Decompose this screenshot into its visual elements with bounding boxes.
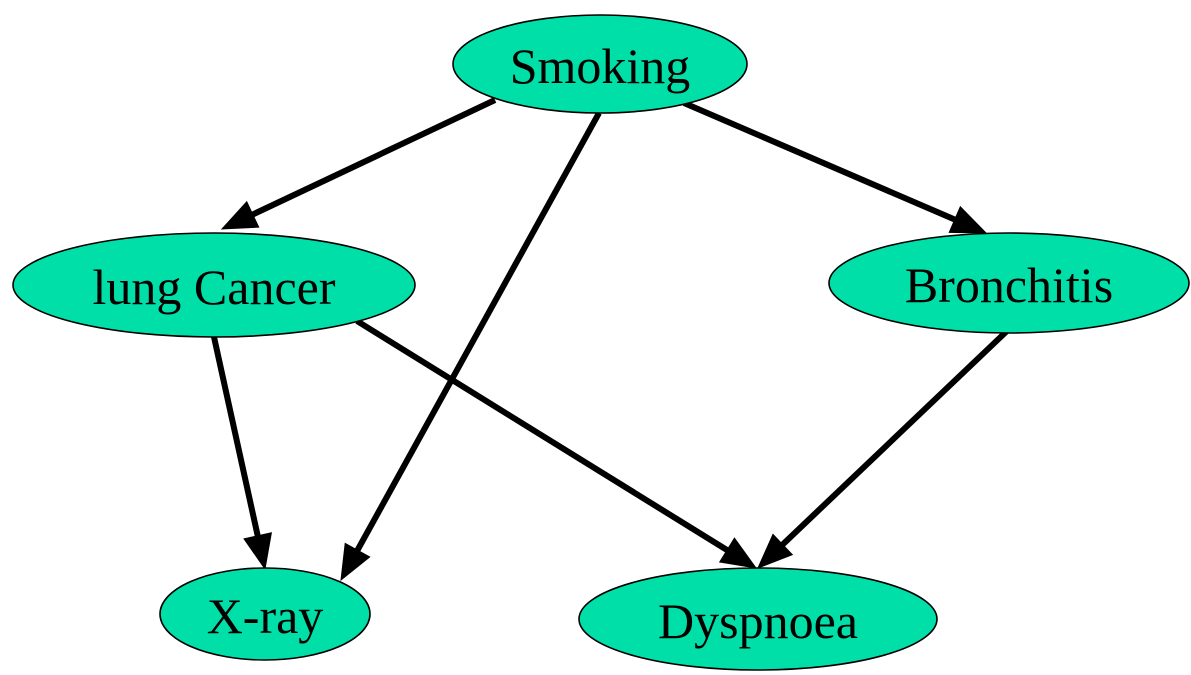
arrowhead-icon [340, 542, 371, 582]
node-dyspnoea[interactable]: Dyspnoea [578, 567, 938, 671]
node-lung-cancer-label: lung Cancer [93, 259, 336, 315]
edge-lung-cancer-to-dyspnoea [355, 318, 758, 569]
node-smoking-label: Smoking [510, 38, 691, 94]
edge-smoking-to-xray-line [352, 111, 602, 556]
node-xray[interactable]: X-ray [159, 567, 371, 661]
edge-lung-cancer-to-dyspnoea-line [355, 318, 733, 555]
node-smoking-ellipse [452, 14, 748, 114]
node-bronchitis-ellipse [828, 232, 1190, 334]
edge-lung-cancer-to-xray-line [211, 336, 262, 541]
node-xray-label: X-ray [207, 588, 324, 644]
edge-smoking-to-bronchitis [682, 100, 988, 234]
node-lung-cancer[interactable]: lung Cancer [12, 232, 416, 338]
edge-smoking-to-bronchitis-line [682, 100, 960, 224]
edge-bronchitis-to-dyspnoea [757, 327, 1011, 569]
arrowhead-icon [220, 200, 260, 230]
edge-lung-cancer-to-xray [211, 336, 272, 571]
node-dyspnoea-ellipse [578, 567, 938, 671]
edges-layer [211, 97, 1011, 582]
edge-smoking-to-lung-cancer-line [247, 97, 497, 219]
node-smoking[interactable]: Smoking [452, 14, 748, 114]
edge-smoking-to-lung-cancer [220, 97, 497, 230]
arrowhead-icon [243, 532, 272, 571]
edge-smoking-to-xray [340, 111, 602, 582]
arrowhead-icon [718, 537, 758, 569]
edge-bronchitis-to-dyspnoea-line [777, 327, 1011, 550]
node-bronchitis-label: Bronchitis [905, 257, 1113, 313]
node-lung-cancer-ellipse [12, 232, 416, 338]
node-bronchitis[interactable]: Bronchitis [828, 232, 1190, 334]
nodes-layer: Smoking lung Cancer Bronchitis X-ray Dys… [12, 14, 1190, 671]
node-dyspnoea-label: Dyspnoea [658, 593, 858, 649]
arrowhead-icon [948, 205, 988, 234]
node-xray-ellipse [159, 567, 371, 661]
arrowhead-icon [757, 533, 794, 569]
